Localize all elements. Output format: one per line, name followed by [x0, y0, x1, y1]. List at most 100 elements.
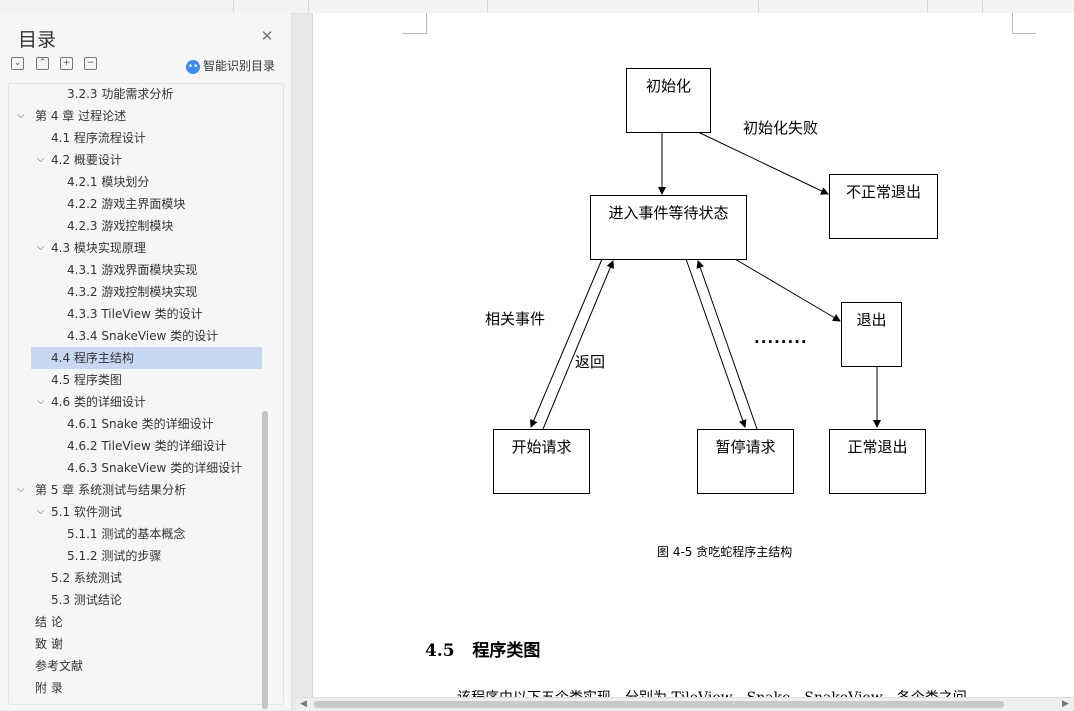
- toc-item[interactable]: ⌵ 第 4 章 过程论述: [9, 105, 262, 127]
- box-init-label: 初始化: [645, 77, 691, 95]
- expand-all-icon[interactable]: ⌄: [11, 57, 24, 70]
- toc-item[interactable]: 4.2.2 游戏主界面模块: [9, 193, 262, 215]
- crop-mark: [402, 33, 426, 34]
- toc-item-label: 4.6.1 Snake 类的详细设计: [67, 417, 214, 431]
- toc-item[interactable]: 4.6.2 TileView 类的详细设计: [9, 435, 262, 457]
- toc-item[interactable]: 参考文献: [9, 655, 262, 677]
- toc-item[interactable]: 4.3.4 SnakeView 类的设计: [9, 325, 262, 347]
- toc-item-label: 第 4 章 过程论述: [35, 109, 127, 123]
- toc-item[interactable]: 5.2 系统测试: [9, 567, 262, 589]
- box-pause-request-label: 暂停请求: [715, 438, 776, 456]
- chevron-down-icon[interactable]: ⌵: [37, 396, 45, 407]
- box-abnormal-exit: 不正常退出: [829, 174, 938, 239]
- toc-item[interactable]: 4.6.1 Snake 类的详细设计: [9, 413, 262, 435]
- toc-item-label: 第 5 章 系统测试与结果分析: [35, 483, 187, 497]
- toc-item[interactable]: 5.1.2 测试的步骤: [9, 545, 262, 567]
- toc-item-label: 5.1 软件测试: [51, 505, 122, 519]
- ruler-tick: [487, 0, 488, 12]
- document-page: 初始化 不正常退出 进入事件等待状态 退出 开始请求 暂停请求 正常退出 初始化…: [312, 13, 1074, 697]
- toc-item-label: 结 论: [35, 615, 63, 629]
- toc-item-label: 4.3 模块实现原理: [51, 241, 146, 255]
- toc-item[interactable]: ⌵ 5.1 软件测试: [9, 501, 262, 523]
- toc-item-label: 4.3.2 游戏控制模块实现: [67, 285, 198, 299]
- toc-item[interactable]: 4.5 程序类图: [9, 369, 262, 391]
- horizontal-scrollbar[interactable]: ◀ ▶: [296, 697, 1074, 711]
- close-icon[interactable]: ✕: [260, 27, 274, 45]
- toc-item-label: 5.1.1 测试的基本概念: [67, 527, 186, 541]
- toc-item-label: 3.2.3 功能需求分析: [67, 87, 174, 101]
- toc-item[interactable]: 4.6.3 SnakeView 类的详细设计: [9, 457, 262, 479]
- toc-item-label: 参考文献: [35, 659, 84, 673]
- toc-item-label: 4.3.4 SnakeView 类的设计: [67, 329, 219, 343]
- chevron-down-icon[interactable]: ⌵: [17, 484, 25, 495]
- toc-item-label: 4.2.1 模块划分: [67, 175, 150, 189]
- remove-icon[interactable]: −: [84, 57, 97, 70]
- body-paragraph: 该程序由以下五个类实现，分别为 TileView、Snake、SnakeView…: [457, 687, 967, 697]
- toc-item[interactable]: 4.3.3 TileView 类的设计: [9, 303, 262, 325]
- add-icon[interactable]: +: [60, 57, 73, 70]
- toc-item-label: 5.3 测试结论: [51, 593, 122, 607]
- toc-item[interactable]: ⌵ 第 5 章 系统测试与结果分析: [9, 479, 262, 501]
- toc-item-label: 4.3.3 TileView 类的设计: [67, 307, 203, 321]
- smart-recognize-label: 智能识别目录: [203, 59, 276, 73]
- toc-item[interactable]: 4.1 程序流程设计: [9, 127, 262, 149]
- toc-item[interactable]: 4.2.3 游戏控制模块: [9, 215, 262, 237]
- box-wait-state-label: 进入事件等待状态: [608, 204, 729, 222]
- toc-item-label: 4.3.1 游戏界面模块实现: [67, 263, 198, 277]
- toc-item-label: 附 录: [35, 681, 63, 695]
- label-return: 返回: [575, 353, 606, 371]
- toc-item[interactable]: 5.1.1 测试的基本概念: [9, 523, 262, 545]
- box-normal-exit-label: 正常退出: [847, 438, 908, 456]
- toc-item[interactable]: 4.2.1 模块划分: [9, 171, 262, 193]
- box-abnormal-exit-label: 不正常退出: [845, 183, 921, 201]
- toc-item[interactable]: 3.2.3 功能需求分析: [9, 84, 262, 105]
- toc-item[interactable]: 4.3.1 游戏界面模块实现: [9, 259, 262, 281]
- crop-mark: [1012, 33, 1036, 34]
- section-number: 4.5: [425, 641, 455, 661]
- box-pause-request: 暂停请求: [697, 429, 794, 494]
- toc-item[interactable]: ⌵ 4.2 概要设计: [9, 149, 262, 171]
- box-start-request-label: 开始请求: [511, 438, 572, 456]
- chevron-down-icon[interactable]: ⌵: [17, 110, 25, 121]
- figure-caption: 图 4-5 贪吃蛇程序主结构: [657, 545, 793, 559]
- scroll-left-icon[interactable]: ◀: [300, 699, 307, 709]
- toc-item[interactable]: 结 论: [9, 611, 262, 633]
- toc-item[interactable]: ⌵ 4.3 模块实现原理: [9, 237, 262, 259]
- toc-item-label: 4.2.3 游戏控制模块: [67, 219, 174, 233]
- scroll-right-icon[interactable]: ▶: [1062, 699, 1069, 709]
- ruler-tick: [233, 0, 234, 12]
- toc-item-label: 4.2 概要设计: [51, 153, 122, 167]
- toc-item[interactable]: 5.3 测试结论: [9, 589, 262, 611]
- top-ruler: [0, 0, 1074, 14]
- toc-item[interactable]: 4.3.2 游戏控制模块实现: [9, 281, 262, 303]
- chevron-down-icon[interactable]: ⌵: [37, 242, 45, 253]
- toc-item-label: 4.2.2 游戏主界面模块: [67, 197, 186, 211]
- collapse-all-icon[interactable]: ⌃: [36, 57, 49, 70]
- box-normal-exit: 正常退出: [829, 429, 926, 494]
- chevron-down-icon[interactable]: ⌵: [37, 154, 45, 165]
- toc-item-label: 5.1.2 测试的步骤: [67, 549, 162, 563]
- toc-item[interactable]: 致 谢: [9, 633, 262, 655]
- toc-list: 3.2.3 功能需求分析 ⌵ 第 4 章 过程论述 4.1 程序流程设计 ⌵ 4.2 概要…: [8, 83, 284, 705]
- label-ellipsis: ········: [754, 333, 808, 351]
- ruler-tick: [927, 0, 928, 12]
- ai-icon: ••: [186, 59, 200, 74]
- label-related-event: 相关事件: [485, 310, 546, 328]
- toc-title: 目录: [18, 29, 57, 51]
- section-title: 程序类图: [472, 641, 541, 661]
- ruler-tick: [982, 0, 983, 12]
- toc-item-label: 4.5 程序类图: [51, 373, 122, 387]
- scrollbar-thumb[interactable]: [314, 701, 1004, 708]
- box-wait-state: 进入事件等待状态: [590, 195, 747, 260]
- toc-item-label: 4.4 程序主结构: [51, 351, 134, 365]
- toc-panel: 目录 ✕ ⌄ ⌃ + − ••智能识别目录 3.2.3 功能需求分析 ⌵ 第 4 章…: [0, 13, 292, 710]
- toc-item-label: 4.6.3 SnakeView 类的详细设计: [67, 461, 243, 475]
- label-init-fail: 初始化失败: [743, 119, 819, 137]
- toc-item[interactable]: 附 录: [9, 677, 262, 699]
- chevron-down-icon[interactable]: ⌵: [37, 506, 45, 517]
- toc-item-label: 4.6 类的详细设计: [51, 395, 146, 409]
- toc-item[interactable]: 4.4 程序主结构: [31, 347, 262, 369]
- smart-recognize-button[interactable]: ••智能识别目录: [186, 57, 276, 74]
- toc-item[interactable]: ⌵ 4.6 类的详细设计: [9, 391, 262, 413]
- toc-scrollbar[interactable]: [262, 411, 268, 709]
